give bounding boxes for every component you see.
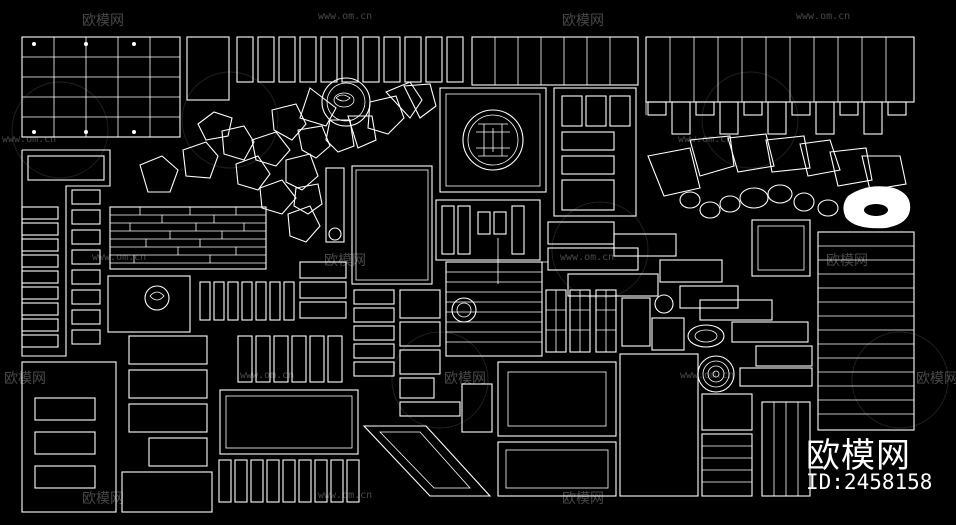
watermark-brand: 欧模网 [916,371,956,387]
stepping-stones-left [139,81,437,243]
right-plank-column [761,231,915,497]
stair-pattern [445,261,543,357]
watermark-url: www.om.cn [92,252,147,263]
center-left-stack [299,167,395,377]
watermark-brand: 欧模网 [444,371,486,387]
watermark-url: www.om.cn [796,11,851,22]
rough-stone [843,186,911,229]
right-framed-square [751,219,811,277]
brick-strip [109,206,267,270]
center-lower-blocks [362,289,617,497]
left-frame [21,149,111,357]
framed-rect-set [553,87,637,217]
watermark-url: www.om.cn [318,11,373,22]
mid-left-slats [199,281,360,503]
watermark-brand: 欧模网 [82,491,124,507]
watermark-url: www.om.cn [678,134,733,145]
pattern-block [435,199,548,284]
watermark-url: www.om.cn [240,370,295,381]
comb-slats [645,36,915,135]
watermark-brand: 欧模网 [562,491,604,507]
round-medallion [321,77,371,127]
watermark-brand: 欧模网 [82,13,124,29]
watermark-url: www.om.cn [2,134,57,145]
watermark-brand: 欧模网 [826,253,868,269]
top-slat-row [186,36,639,101]
watermark-brand: 欧模网 [324,253,366,269]
model-id: ID:2458158 [806,470,933,494]
watermark-url: www.om.cn [318,490,373,501]
brick-stairs [547,221,813,387]
right-center-panel [619,324,753,497]
watermark-brand: 欧模网 [562,13,604,29]
watermark-brand: 欧模网 [4,371,46,387]
watermark-url: www.om.cn [680,370,735,381]
brand-logo-text: 欧模网 [806,436,911,476]
stepping-stones-right [647,133,907,219]
watermark-circles [11,71,949,429]
central-panel [351,165,433,285]
medallion-square [107,275,191,333]
window-grilles [545,289,685,353]
grid-panel [21,36,181,138]
left-bottom-blocks [21,335,213,513]
longevity-symbol-tile [439,87,547,193]
watermark-url: www.om.cn [560,252,615,263]
